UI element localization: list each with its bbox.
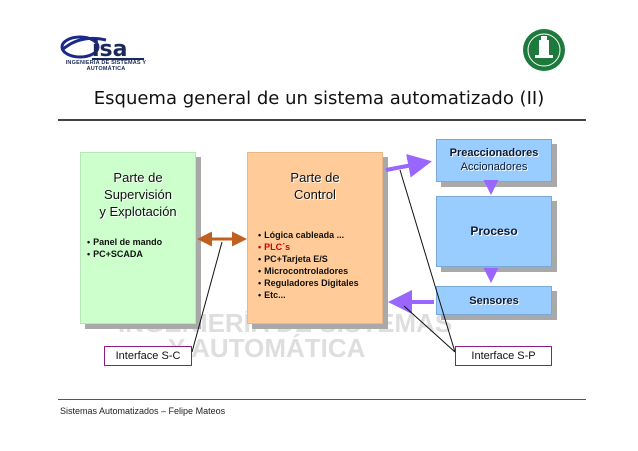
interface-sp-label: Interface S-P bbox=[455, 346, 552, 366]
control-to-actuators-arrow bbox=[385, 153, 432, 178]
interface-sc-label: Interface S-C bbox=[104, 346, 192, 366]
title-divider bbox=[58, 119, 586, 121]
sensores-box: Sensores bbox=[436, 286, 552, 315]
supervision-title-3: y Explotación bbox=[99, 204, 177, 219]
control-list: Lógica cableada ... PLC´s PC+Tarjeta E/S… bbox=[258, 229, 382, 301]
control-title-2: Control bbox=[294, 187, 336, 202]
control-item: PLC´s bbox=[258, 241, 382, 253]
proceso-title: Proceso bbox=[470, 224, 518, 238]
upm-crest-icon bbox=[522, 28, 566, 72]
iface-sp-pointer-bottom bbox=[403, 305, 456, 353]
isa-logo-text: isa bbox=[92, 37, 127, 62]
control-title-1: Parte de bbox=[290, 170, 340, 185]
isa-logo: isa INGENIERÍA DE SISTEMAS Y AUTOMÁTICA bbox=[58, 32, 148, 80]
footer-text: Sistemas Automatizados – Felipe Mateos bbox=[60, 406, 226, 416]
iface-sc-pointer bbox=[191, 241, 223, 353]
supervision-title-1: Parte de bbox=[113, 170, 163, 185]
preaccionadores-box: Preaccionadores Accionadores bbox=[436, 139, 552, 182]
control-item: Lógica cableada ... bbox=[258, 229, 382, 241]
control-box: Parte de Control Lógica cableada ... PLC… bbox=[247, 152, 383, 324]
sensores-title: Sensores bbox=[469, 295, 519, 307]
footer-divider bbox=[58, 399, 586, 400]
supervision-item: Panel de mando bbox=[87, 236, 195, 248]
preaccionadores-title-2: Accionadores bbox=[460, 161, 528, 173]
supervision-title-2: Supervisión bbox=[104, 187, 172, 202]
control-item: Reguladores Digitales bbox=[258, 277, 382, 289]
page-title: Esquema general de un sistema automatiza… bbox=[93, 88, 545, 109]
control-item: PC+Tarjeta E/S bbox=[258, 253, 382, 265]
proceso-box: Proceso bbox=[436, 196, 552, 267]
control-item: Etc... bbox=[258, 289, 382, 301]
control-item: Microcontroladores bbox=[258, 265, 382, 277]
isa-logo-subtitle: INGENIERÍA DE SISTEMAS Y AUTOMÁTICA bbox=[65, 60, 147, 72]
preaccionadores-title-1: Preaccionadores bbox=[449, 147, 539, 159]
supervision-list: Panel de mando PC+SCADA bbox=[87, 236, 195, 260]
iface-sp-pointer-top bbox=[399, 169, 456, 353]
supervision-box: Parte de Supervisión y Explotación Panel… bbox=[80, 152, 196, 324]
isa-logo-mark: isa bbox=[60, 35, 144, 62]
supervision-item: PC+SCADA bbox=[87, 248, 195, 260]
